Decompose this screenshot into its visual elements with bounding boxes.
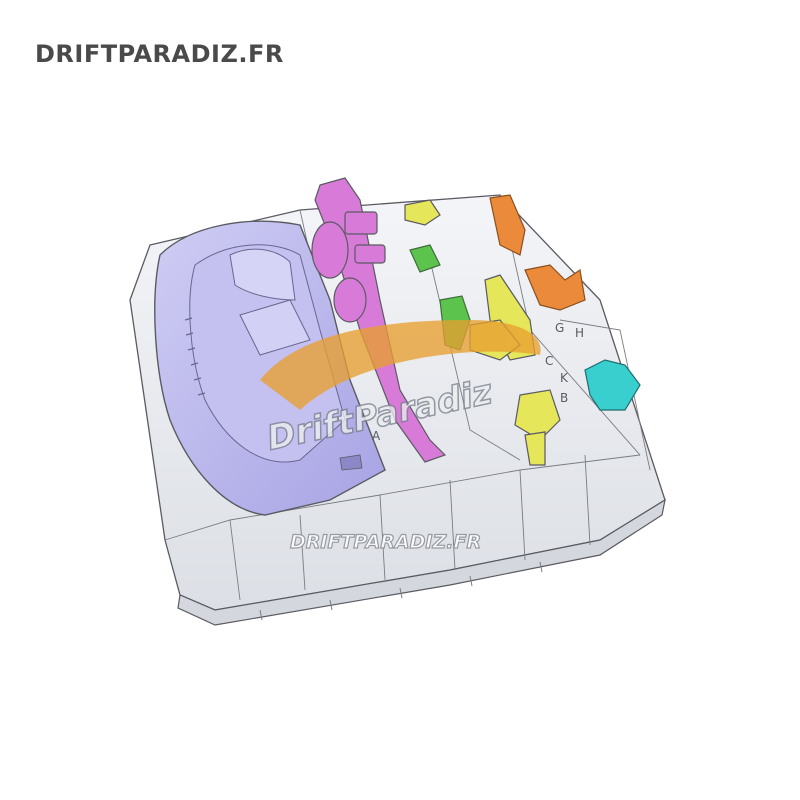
brand-header: DRIFTPARADIZ.FR bbox=[35, 40, 284, 68]
orange-parts bbox=[489, 194, 586, 311]
svg-text:DRIFTPARADIZ.FR: DRIFTPARADIZ.FR bbox=[290, 531, 481, 553]
magenta-parts bbox=[311, 177, 447, 463]
part-letters: A G H C K B bbox=[372, 321, 584, 443]
cyan-parts bbox=[584, 359, 641, 411]
driftparadiz-url-watermark: DRIFTPARADIZ.FR bbox=[289, 530, 481, 553]
letter-a: A bbox=[372, 429, 381, 443]
letter-k: K bbox=[560, 371, 569, 385]
driftparadiz-watermark-logo: DriftParadiz bbox=[260, 320, 541, 460]
body-shell-part bbox=[154, 220, 386, 516]
letter-h: H bbox=[575, 326, 584, 340]
letter-g: G bbox=[555, 321, 564, 335]
letter-c: C bbox=[545, 354, 553, 368]
letter-b: B bbox=[560, 391, 568, 405]
